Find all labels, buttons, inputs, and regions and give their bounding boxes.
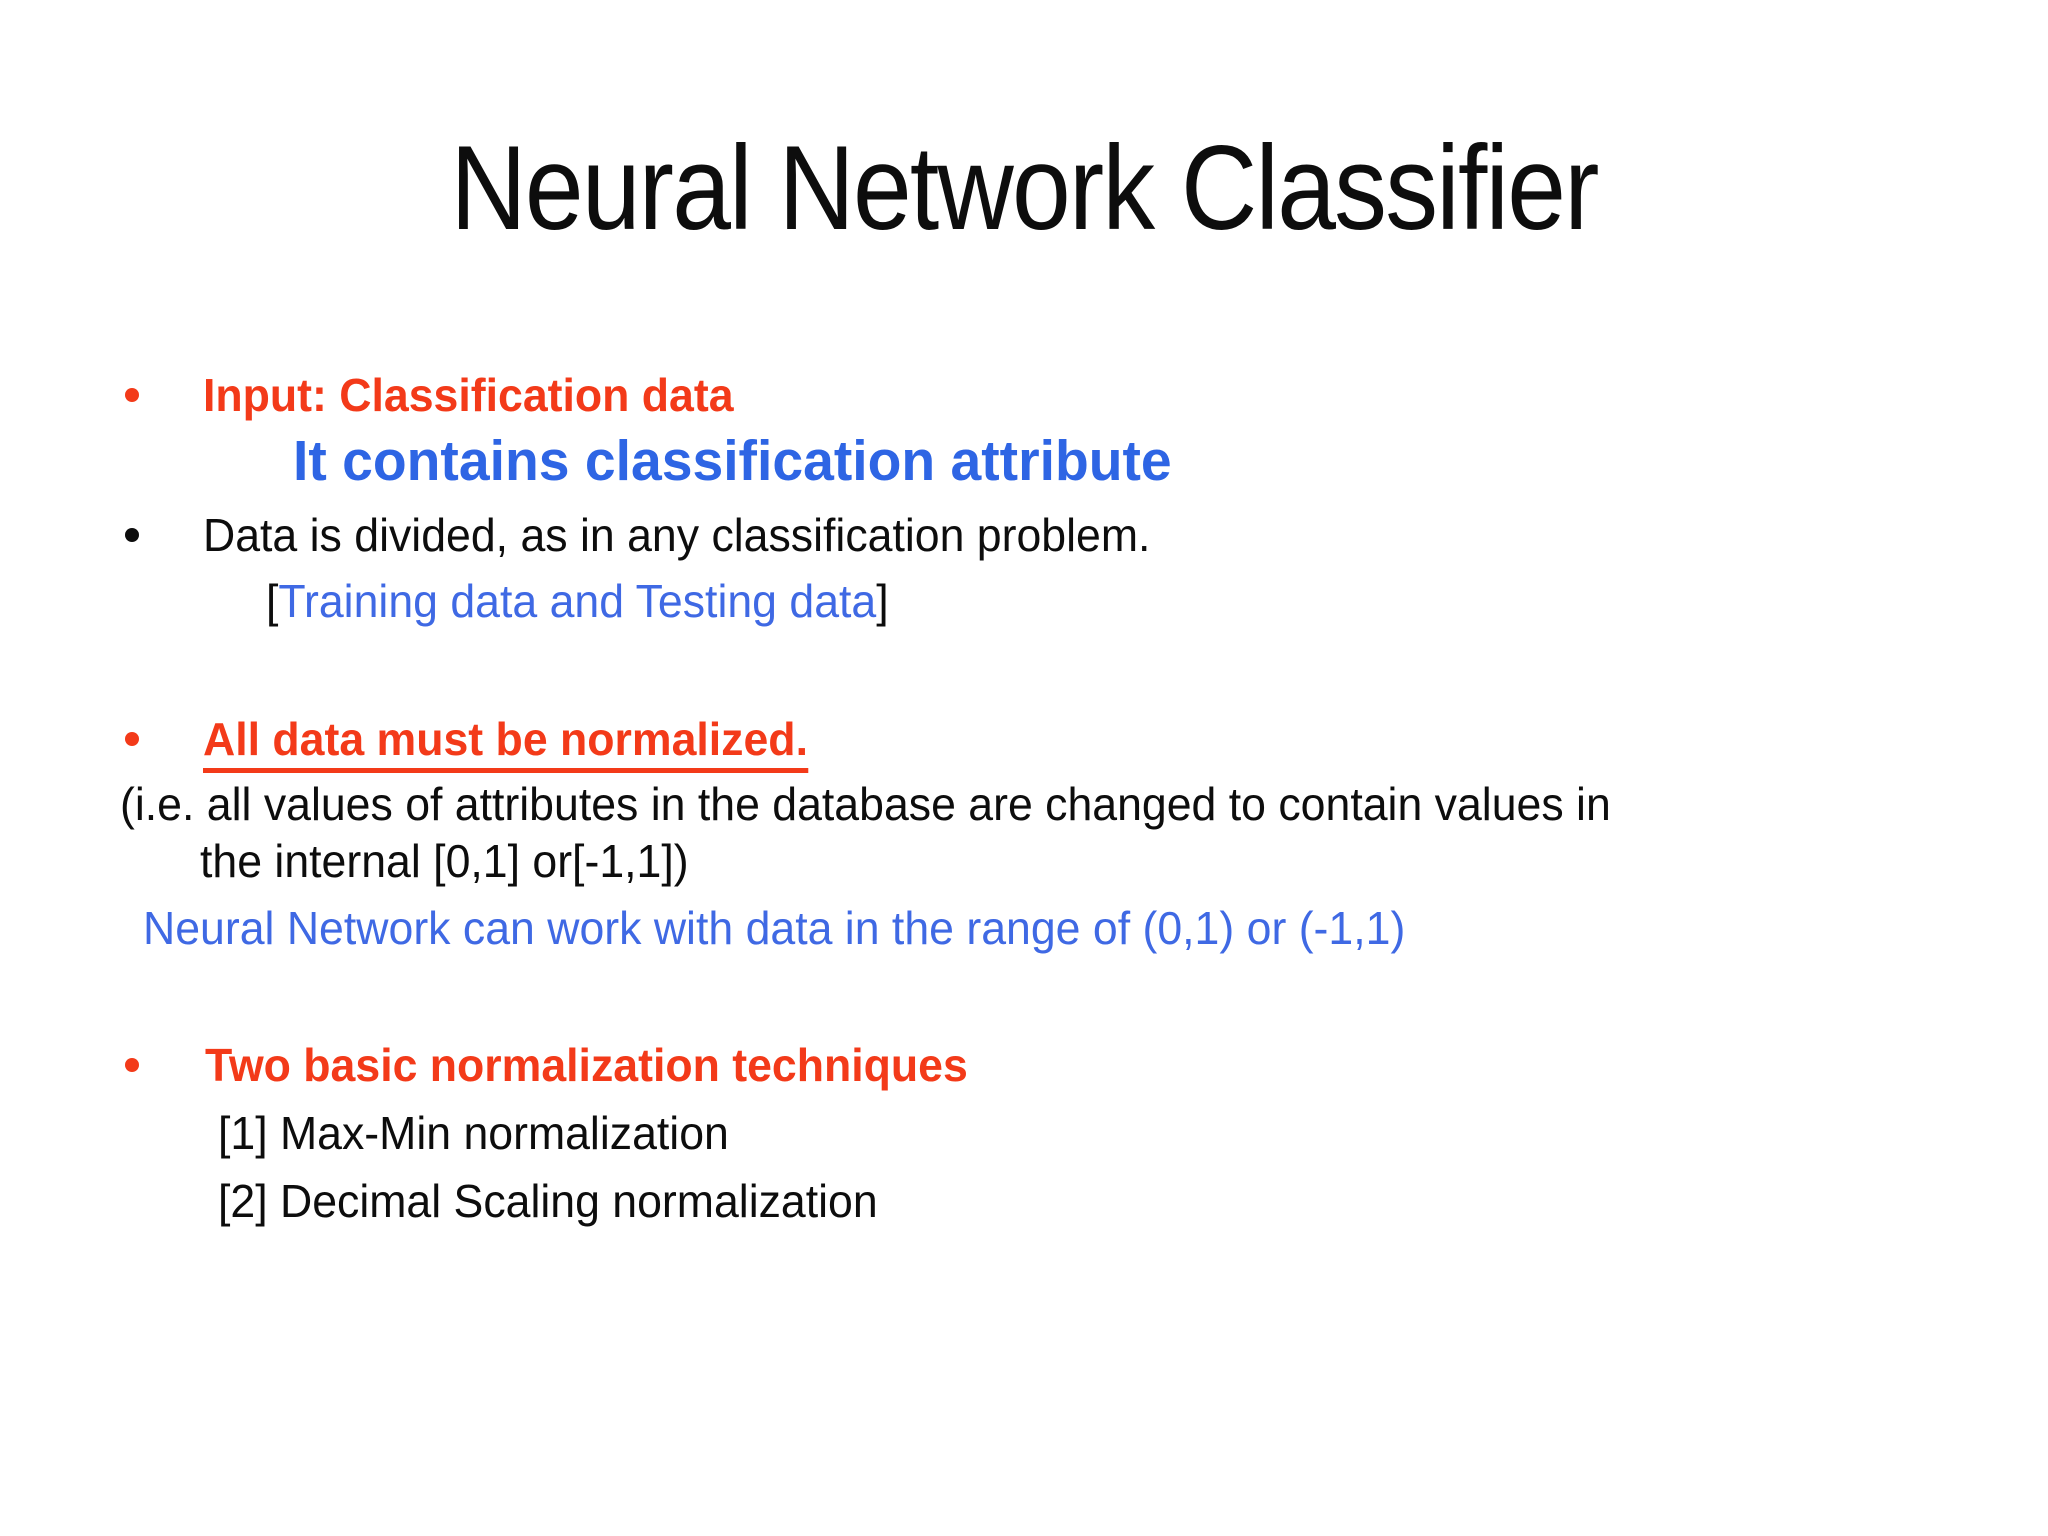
line-input-heading: Input: Classification data bbox=[203, 369, 734, 421]
bullet-dot-data-divided bbox=[125, 528, 139, 542]
line-data-divided: Data is divided, as in any classificatio… bbox=[203, 509, 1151, 561]
line-normalized-heading: All data must be normalized. bbox=[203, 713, 808, 773]
training-open-bracket: [ bbox=[266, 575, 279, 627]
line-nn-range: Neural Network can work with data in the… bbox=[143, 902, 1406, 954]
line-contains-attribute: It contains classification attribute bbox=[293, 429, 1172, 493]
line-ie-values-1: (i.e. all values of attributes in the da… bbox=[120, 778, 1611, 830]
bullet-dot-input bbox=[125, 388, 139, 402]
training-inner-text: Training data and Testing data bbox=[278, 575, 877, 627]
bullet-dot-techniques bbox=[125, 1058, 139, 1072]
normalized-underlined-text: All data must be normalized. bbox=[203, 713, 808, 773]
slide-title: Neural Network Classifier bbox=[450, 121, 1599, 255]
line-technique-2: [2] Decimal Scaling normalization bbox=[218, 1175, 878, 1227]
line-training-testing: [Training data and Testing data] bbox=[266, 576, 889, 627]
line-two-techniques: Two basic normalization techniques bbox=[205, 1039, 968, 1091]
bullet-dot-normalized bbox=[125, 732, 139, 746]
line-ie-values-2: the internal [0,1] or[-1,1]) bbox=[200, 835, 689, 887]
training-close-bracket: ] bbox=[876, 575, 889, 627]
line-technique-1: [1] Max-Min normalization bbox=[218, 1107, 729, 1159]
